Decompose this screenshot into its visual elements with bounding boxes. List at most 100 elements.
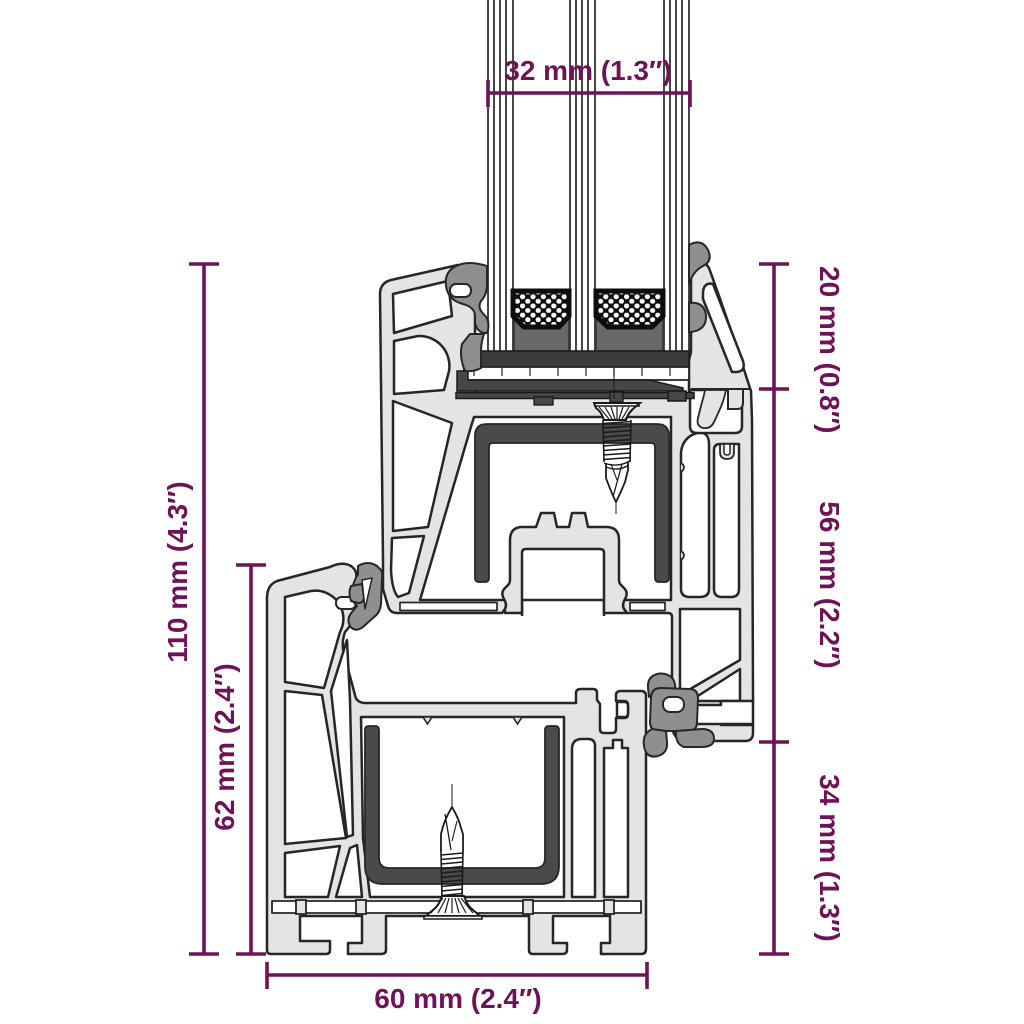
glass-pane-middle — [569, 0, 596, 352]
gaskets — [347, 241, 715, 758]
gasket-sash-top-left-foot — [460, 333, 485, 373]
bead-clip-hook — [696, 389, 728, 430]
sash-chamber-bump-1 — [680, 462, 685, 473]
detail-line — [621, 406, 630, 420]
detail-path — [423, 915, 483, 920]
detail-group — [430, 897, 474, 914]
detail-path — [615, 700, 630, 719]
spacer-bar-left — [510, 288, 572, 330]
glazing-spacers — [510, 288, 666, 352]
detail-path — [678, 607, 742, 697]
detail-line — [444, 813, 452, 851]
gasket-frame-left-notch — [361, 577, 373, 610]
label-glass-width: 32 mm (1.3″) — [504, 55, 671, 86]
detail-rect — [522, 899, 534, 915]
label-right-top: 20 mm (0.8″) — [814, 266, 845, 433]
gasket-sash-top-right-curl — [688, 241, 711, 285]
detail-line — [624, 406, 636, 420]
detail-rect — [355, 899, 367, 915]
detail-path — [329, 638, 355, 839]
dim-bottom — [265, 962, 649, 989]
detail-line — [618, 406, 624, 420]
dim-right — [759, 262, 789, 956]
label-left-outer: 110 mm (4.3″) — [162, 481, 193, 663]
label-right-bottom: 34 mm (1.3″) — [814, 774, 845, 941]
glazing-clip-left — [533, 396, 554, 406]
glass-panes — [487, 0, 690, 352]
detail-group — [598, 406, 636, 420]
ribbed-packer — [463, 366, 690, 381]
gasket-sash-top-left-pill — [449, 283, 472, 298]
gasket-frame-left-foot — [348, 583, 365, 604]
detail-line — [598, 406, 610, 420]
gasket-under-block — [674, 728, 715, 748]
glazing-clip-right — [609, 391, 624, 403]
frame-chambers — [271, 589, 642, 914]
sash-chamber-bump-2 — [680, 550, 685, 561]
detail-path — [701, 282, 745, 374]
detail-path — [602, 420, 632, 461]
frame-steel-channel — [364, 725, 560, 885]
dim-glass-width — [486, 80, 692, 107]
gasket-sash-top-right-bump — [688, 301, 708, 333]
detail-line — [454, 897, 460, 914]
detail-path — [359, 715, 566, 899]
detail-line — [430, 897, 444, 914]
detail-line — [457, 897, 467, 914]
detail-line — [437, 897, 447, 914]
steel-reinforcements — [364, 423, 670, 885]
detail-line — [444, 897, 450, 914]
detail-path — [629, 601, 666, 612]
dim-left-inner — [236, 563, 266, 956]
detail-path — [679, 431, 711, 599]
label-right-middle: 56 mm (2.2″) — [814, 501, 845, 668]
dim-left-outer — [189, 262, 219, 956]
detail-path — [602, 738, 630, 899]
frame-screw — [423, 784, 483, 920]
detail-path — [391, 279, 454, 335]
detail-line — [451, 820, 458, 842]
packer-bar-upper — [456, 370, 684, 392]
detail-path — [440, 805, 464, 852]
detail-path — [440, 852, 464, 897]
detail-path — [399, 601, 498, 612]
detail-path — [334, 843, 364, 899]
glazing-bridge-bar — [463, 350, 690, 368]
sash-steel-channel — [474, 423, 670, 583]
detail-path — [688, 667, 742, 703]
frame-shelf-notches — [421, 716, 524, 726]
dimension-annotations — [189, 80, 789, 989]
glass-pane-left — [487, 0, 514, 352]
packer-foot-right — [667, 390, 687, 402]
detail-path — [283, 689, 348, 846]
sash-hardware-channel — [501, 511, 629, 615]
dimension-labels: 32 mm (1.3″) 110 mm (4.3″) 62 mm (2.4″) … — [162, 55, 845, 1014]
sash-screw-port-slot — [723, 443, 731, 456]
detail-path — [389, 534, 426, 599]
detail-rect — [603, 899, 615, 915]
gasket-junction-pill — [662, 696, 685, 713]
detail-line — [460, 897, 474, 914]
packer-bar-lower — [455, 391, 695, 400]
screws — [423, 368, 643, 920]
detail-path — [391, 399, 454, 533]
detail-line — [604, 406, 613, 420]
gasket-junction-tail — [642, 728, 669, 758]
detail-path — [605, 461, 629, 505]
frame-bottom-wall-dividers — [295, 899, 615, 915]
detail-path — [392, 334, 451, 396]
spacer-bar-right — [593, 288, 666, 330]
bead-seat-block — [727, 388, 744, 410]
glass-pane-right — [663, 0, 690, 352]
glazing-packers — [455, 350, 695, 406]
label-left-inner: 62 mm (2.4″) — [209, 663, 240, 830]
detail-line — [612, 463, 623, 498]
detail-line — [610, 406, 616, 420]
detail-rect — [463, 366, 690, 381]
gasket-sash-top-left — [444, 262, 490, 334]
detail-path — [283, 844, 342, 899]
detail-path — [570, 737, 597, 899]
detail-line — [610, 463, 618, 481]
